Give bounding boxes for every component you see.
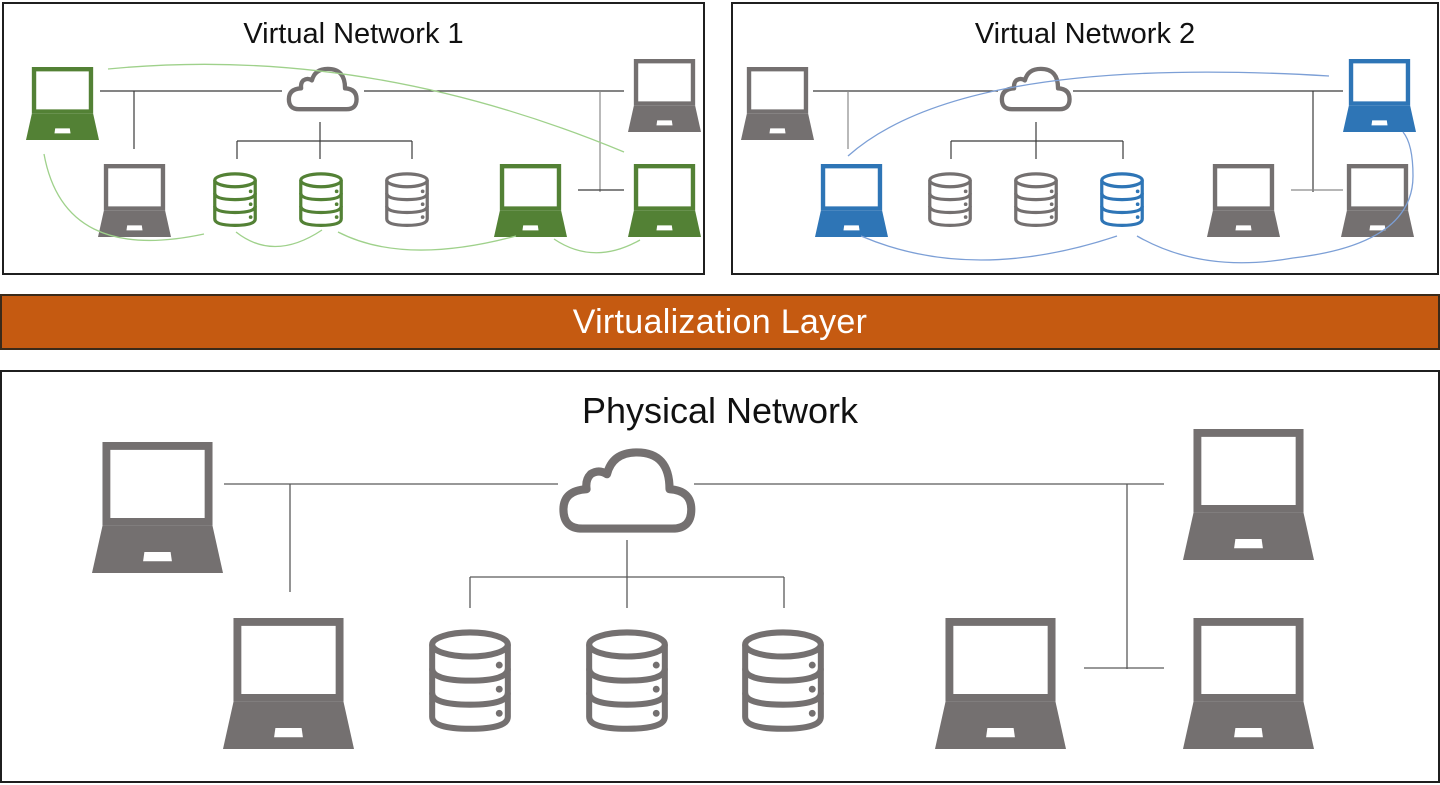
- vn1-laptop-bottom-5-laptop-icon: [628, 164, 701, 237]
- phys-laptop-bottom-1-laptop-icon: [223, 618, 354, 749]
- vn2-server-3-server-icon: [1100, 172, 1144, 227]
- phys-server-1-server-icon: [429, 629, 511, 732]
- virtual-network-2-diagram: [741, 59, 1416, 264]
- vn2-laptop-top-left-laptop-icon: [741, 67, 814, 140]
- vn2-server-1-server-icon: [928, 172, 972, 227]
- overlay-link: [337, 231, 517, 251]
- overlay-link: [553, 238, 641, 254]
- vn1-laptop-bottom-1-laptop-icon: [98, 164, 171, 237]
- virtualization-layer-label: Virtualization Layer: [572, 302, 868, 341]
- vn1-laptop-top-right-laptop-icon: [628, 59, 701, 132]
- vn2-server-2-server-icon: [1014, 172, 1058, 227]
- physical-network-panel: Physical Network: [0, 370, 1440, 783]
- phys-laptop-top-left-laptop-icon: [92, 442, 223, 573]
- vn2-laptop-top-right-laptop-icon: [1343, 59, 1416, 132]
- vn1-server-1-server-icon: [213, 172, 257, 227]
- overlay-link: [1136, 131, 1414, 264]
- overlay-link: [107, 63, 625, 153]
- virtual-network-1-diagram: [26, 59, 701, 254]
- phys-laptop-bottom-5-laptop-icon: [1183, 618, 1314, 749]
- vn2-laptop-bottom-4-laptop-icon: [1207, 164, 1280, 237]
- vn1-server-2-server-icon: [299, 172, 343, 227]
- phys-server-3-server-icon: [742, 629, 824, 732]
- overlay-link: [43, 153, 205, 241]
- phys-laptop-top-right-laptop-icon: [1183, 429, 1314, 560]
- phys-cloud-cloud-icon: [559, 448, 696, 533]
- virtual-network-1-panel: Virtual Network 1: [2, 2, 705, 275]
- virtualization-layer-bar: Virtualization Layer: [0, 294, 1440, 350]
- physical-network-diagram: [92, 429, 1314, 749]
- phys-laptop-bottom-4-laptop-icon: [935, 618, 1066, 749]
- vn1-laptop-bottom-4-laptop-icon: [494, 164, 567, 237]
- vn1-laptop-top-left-laptop-icon: [26, 67, 99, 140]
- vn2-laptop-bottom-5-laptop-icon: [1341, 164, 1414, 237]
- phys-server-2-server-icon: [586, 629, 668, 732]
- overlay-link: [860, 235, 1118, 261]
- vn1-cloud-cloud-icon: [286, 66, 359, 112]
- virtual-network-1-title: Virtual Network 1: [243, 18, 464, 50]
- vn2-laptop-bottom-1-laptop-icon: [815, 164, 888, 237]
- vn2-cloud-cloud-icon: [999, 66, 1072, 112]
- physical-network-title: Physical Network: [581, 390, 859, 431]
- overlay-link: [235, 229, 323, 248]
- vn1-server-3-server-icon: [385, 172, 429, 227]
- virtual-network-2-panel: Virtual Network 2: [731, 2, 1439, 275]
- overlay-link: [847, 71, 1330, 157]
- virtual-network-2-title: Virtual Network 2: [974, 18, 1196, 50]
